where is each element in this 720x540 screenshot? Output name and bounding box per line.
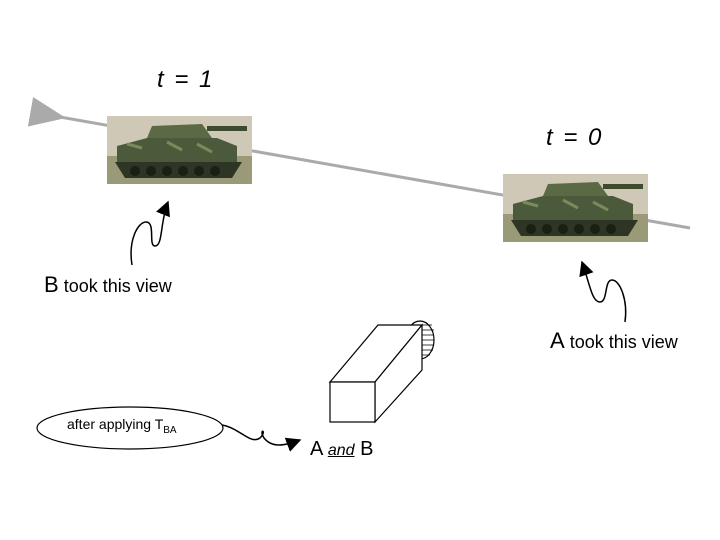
- tank-t1-image: [105, 114, 254, 186]
- a-view-squiggle-arrow: [579, 260, 627, 323]
- time-label-t1: t = 1: [157, 66, 215, 93]
- ab-and: and: [327, 442, 355, 459]
- ellipse-prefix: after applying T: [67, 416, 164, 432]
- a-and-b-caption: A and B: [310, 438, 373, 461]
- ab-a: A: [310, 438, 323, 460]
- b-letter: B: [44, 272, 59, 297]
- time-label-t0: t = 0: [546, 124, 604, 151]
- b-view-caption: B took this view: [44, 272, 172, 298]
- ab-b: B: [360, 438, 374, 460]
- ellipse-subscript: BA: [163, 424, 177, 436]
- a-letter: A: [550, 328, 565, 353]
- camera-icon: [328, 320, 435, 424]
- transform-ellipse: [36, 406, 224, 450]
- b-view-squiggle-arrow: [130, 200, 170, 266]
- tank-t0-image: [501, 172, 650, 244]
- ellipse-caption: after applying TBA: [67, 416, 177, 436]
- a-view-caption: A took this view: [550, 328, 678, 354]
- ellipse-squiggle-arrow: [221, 424, 302, 452]
- b-view-text: took this view: [63, 276, 172, 296]
- a-view-text: took this view: [569, 332, 678, 352]
